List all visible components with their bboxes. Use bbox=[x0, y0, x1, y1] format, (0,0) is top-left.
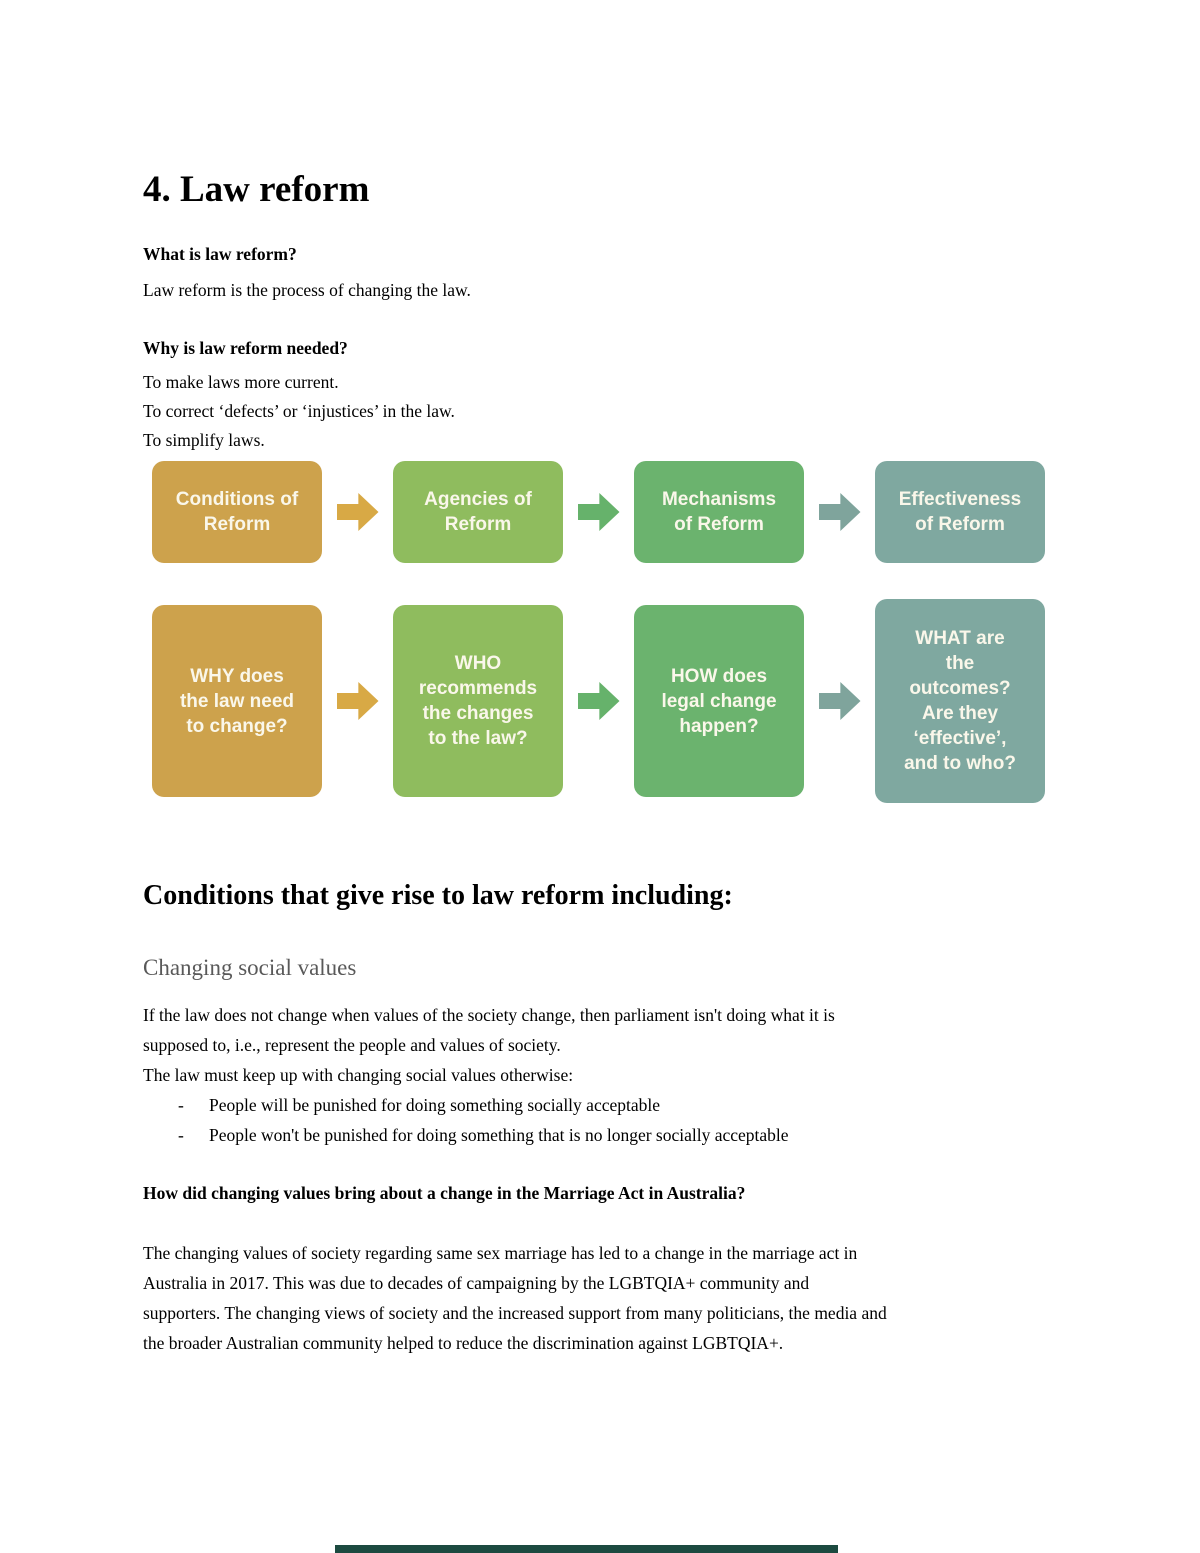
flow-arrow-wrap bbox=[563, 682, 634, 720]
flow-box-agencies-of-reform: Agencies of Reform bbox=[393, 461, 563, 563]
text-line: The changing values of society regarding… bbox=[143, 1243, 858, 1263]
flow-arrow-wrap bbox=[804, 682, 875, 720]
arrow-right-icon bbox=[336, 493, 379, 531]
flow-box-how-change-happens: HOW does legal change happen? bbox=[634, 605, 804, 797]
what-is-law-reform-heading: What is law reform? bbox=[143, 244, 297, 264]
text-line: To correct ‘defects’ or ‘injustices’ in … bbox=[143, 401, 455, 421]
flow-box-effectiveness-of-reform: Effectiveness of Reform bbox=[875, 461, 1045, 563]
flow-box-label: Conditions of Reform bbox=[175, 489, 299, 535]
law-reform-flowchart: Conditions of Reform Agencies of Reform … bbox=[152, 461, 1057, 803]
flowchart-row-topics: Conditions of Reform Agencies of Reform … bbox=[152, 461, 1057, 563]
flow-box-label: WHY does the law need to change? bbox=[179, 665, 295, 737]
arrow-right-icon bbox=[818, 682, 861, 720]
flow-box-who-recommends: WHO recommends the changes to the law? bbox=[393, 605, 563, 797]
text-line: the broader Australian community helped … bbox=[143, 1333, 784, 1353]
flow-box-label: Agencies of Reform bbox=[424, 489, 532, 535]
arrow-right-icon bbox=[336, 682, 379, 720]
next-page-edge bbox=[335, 1545, 838, 1553]
why-law-reform-answers: To make laws more current. To correct ‘d… bbox=[143, 368, 1057, 455]
conditions-section-heading: Conditions that give rise to law reform … bbox=[143, 880, 733, 911]
text-line: supposed to, i.e., represent the people … bbox=[143, 1035, 561, 1055]
bullet-dash: - bbox=[178, 1125, 184, 1145]
text-line: If the law does not change when values o… bbox=[143, 1005, 835, 1025]
bullet-text: People will be punished for doing someth… bbox=[209, 1095, 661, 1115]
flow-box-label: HOW does legal change happen? bbox=[661, 665, 777, 737]
what-is-law-reform-answer: Law reform is the process of changing th… bbox=[143, 280, 471, 300]
text-line: supporters. The changing views of societ… bbox=[143, 1303, 887, 1323]
text-line: Australia in 2017. This was due to decad… bbox=[143, 1273, 810, 1293]
arrow-right-icon bbox=[577, 493, 620, 531]
flow-box-conditions-of-reform: Conditions of Reform bbox=[152, 461, 322, 563]
marriage-act-question-heading: How did changing values bring about a ch… bbox=[143, 1183, 746, 1203]
flow-arrow-wrap bbox=[322, 682, 393, 720]
bullet-text: People won't be punished for doing somet… bbox=[209, 1125, 789, 1145]
flow-arrow-wrap bbox=[563, 493, 634, 531]
changing-social-values-heading: Changing social values bbox=[143, 955, 357, 980]
flow-arrow-wrap bbox=[322, 493, 393, 531]
list-item: - People will be punished for doing some… bbox=[143, 1090, 1057, 1120]
flow-box-label: WHAT are the outcomes? Are they ‘effecti… bbox=[904, 628, 1016, 774]
arrow-right-icon bbox=[818, 493, 861, 531]
list-item: - People won't be punished for doing som… bbox=[143, 1120, 1057, 1150]
marriage-act-paragraph: The changing values of society regarding… bbox=[143, 1238, 1057, 1358]
flow-arrow-wrap bbox=[804, 493, 875, 531]
document-content: 4. Law reform What is law reform? Law re… bbox=[0, 168, 1200, 1358]
text-line: To make laws more current. bbox=[143, 372, 339, 392]
text-line: The law must keep up with changing socia… bbox=[143, 1065, 574, 1085]
text-line: To simplify laws. bbox=[143, 430, 265, 450]
bullet-dash: - bbox=[178, 1095, 184, 1115]
arrow-right-icon bbox=[577, 682, 620, 720]
flow-box-label: Effectiveness of Reform bbox=[898, 489, 1022, 535]
why-law-reform-heading: Why is law reform needed? bbox=[143, 338, 348, 358]
flow-box-what-outcomes: WHAT are the outcomes? Are they ‘effecti… bbox=[875, 599, 1045, 803]
flow-box-why-change: WHY does the law need to change? bbox=[152, 605, 322, 797]
page-title: 4. Law reform bbox=[143, 169, 370, 210]
flow-box-mechanisms-of-reform: Mechanisms of Reform bbox=[634, 461, 804, 563]
flow-box-label: WHO recommends the changes to the law? bbox=[418, 653, 538, 749]
changing-social-values-paragraph: If the law does not change when values o… bbox=[143, 1000, 1057, 1150]
flow-box-label: Mechanisms of Reform bbox=[661, 489, 777, 535]
flowchart-row-questions: WHY does the law need to change? WHO rec… bbox=[152, 599, 1057, 803]
